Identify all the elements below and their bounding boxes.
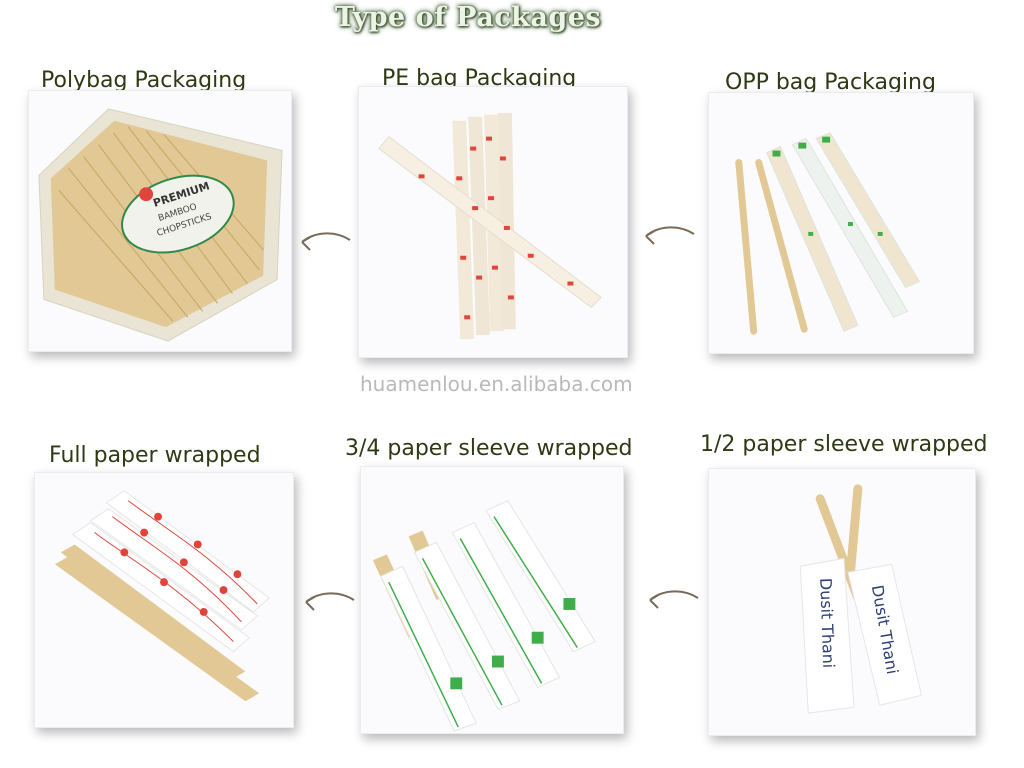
curved-arrow-icon xyxy=(301,232,351,251)
label-polybag: Polybag Packaging xyxy=(41,68,247,93)
label-opp-bag: OPP bag Packaging xyxy=(725,70,936,95)
image-full-paper xyxy=(34,472,294,728)
image-opp-bag xyxy=(708,92,974,354)
watermark: huamenlou.en.alibaba.com xyxy=(360,372,633,396)
polybag-illustration: PREMIUM BAMBOO CHOPSTICKS xyxy=(38,108,283,342)
three-quarter-sleeve-illustration xyxy=(372,500,596,732)
sleeve-text-dusit-1: Dusit Thani xyxy=(816,578,838,669)
image-three-quarter-sleeve xyxy=(360,466,624,734)
label-half-sleeve: 1/2 paper sleeve wrapped xyxy=(700,432,988,457)
curved-arrow-icon xyxy=(649,590,699,609)
label-three-quarter-sleeve: 3/4 paper sleeve wrapped xyxy=(345,436,633,461)
curved-arrow-icon xyxy=(305,592,355,611)
pe-bag-illustration xyxy=(378,112,602,340)
half-sleeve-illustration: Dusit Thani Dusit Thani xyxy=(799,484,922,714)
image-polybag: PREMIUM BAMBOO CHOPSTICKS xyxy=(28,90,292,352)
image-half-sleeve: Dusit Thani Dusit Thani xyxy=(708,468,976,736)
page-title: Type of Packages xyxy=(334,2,602,33)
curved-arrow-icon xyxy=(645,226,695,245)
full-paper-illustration xyxy=(54,490,270,702)
opp-bag-illustration xyxy=(735,132,921,335)
image-pe-bag xyxy=(358,86,628,358)
label-full-paper: Full paper wrapped xyxy=(49,443,261,468)
